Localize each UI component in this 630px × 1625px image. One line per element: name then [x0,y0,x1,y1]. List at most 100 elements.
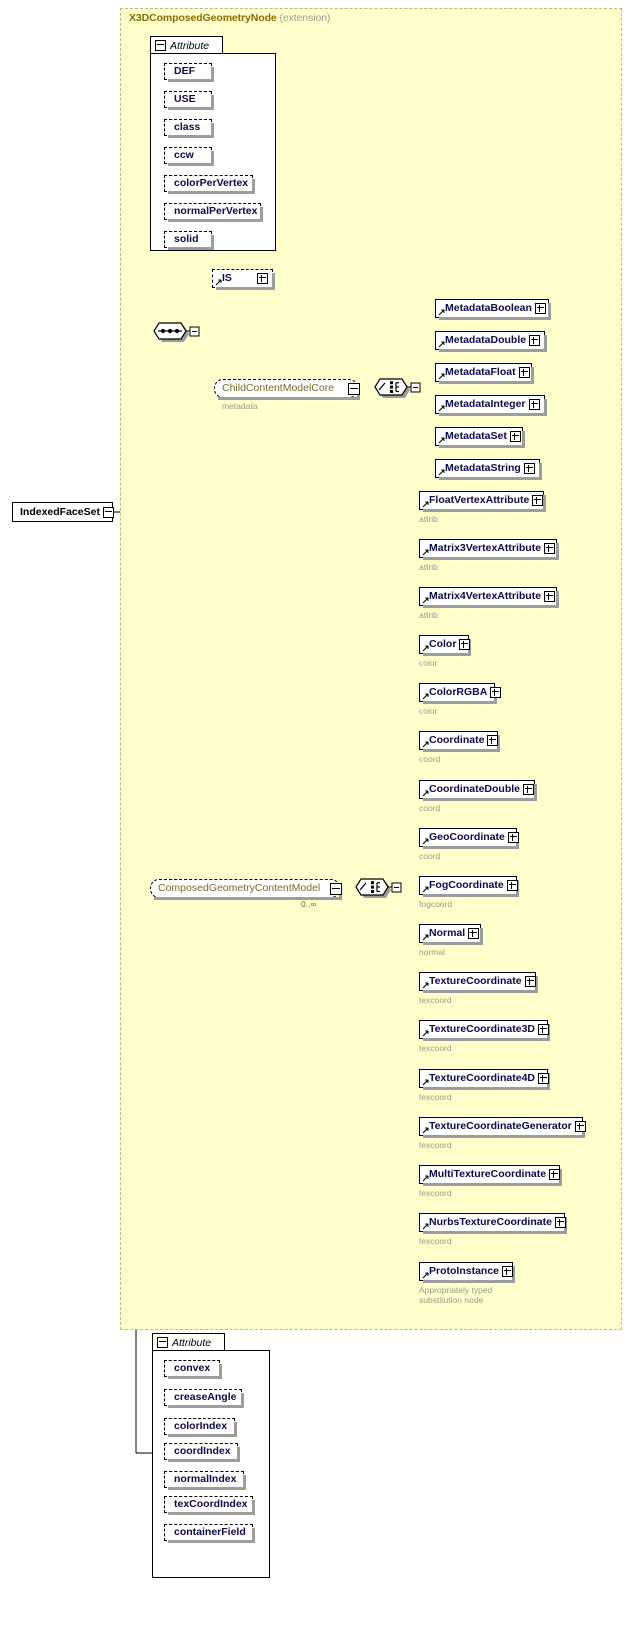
node-multitexturecoordinate-expand-icon[interactable] [549,1169,561,1180]
group-childcontentmodelcore[interactable]: ChildContentModelCore [214,379,360,400]
attribute-ccw[interactable]: ccw [164,147,214,166]
node-metadataboolean[interactable]: MetadataBoolean [435,299,551,320]
node-protoinstance-expand-icon[interactable] [502,1266,514,1277]
attribute-colorpervertex[interactable]: colorPerVertex [164,175,255,194]
node-metadataboolean-expand-icon[interactable] [534,303,546,314]
node-coordinate-expand-icon[interactable] [487,735,499,746]
attribute-normalindex[interactable]: normalIndex [164,1471,246,1490]
node-metadatafloat-expand-icon[interactable] [518,367,530,378]
node-metadataset[interactable]: MetadataSet [435,427,525,448]
attribute-bottom-collapse-icon[interactable] [157,1337,168,1348]
group-childcontentmodelcore-sublabel: metadata [222,401,258,411]
node-protoinstance[interactable]: ProtoInstance [419,1262,515,1283]
sequence-connector[interactable] [150,318,205,347]
node-matrix4vertexattribute-expand-icon[interactable] [544,591,556,602]
node-protoinstance-sublabel: Appropriately typed substitution node [419,1285,493,1305]
reference-arrow-icon [422,790,429,797]
node-coordinatedouble[interactable]: CoordinateDouble [419,780,537,801]
metadata-choice-connector[interactable] [371,374,426,403]
root-collapse-toggle-icon[interactable] [102,506,114,518]
attribute-creaseangle[interactable]: creaseAngle [164,1389,244,1408]
attribute-def[interactable]: DEF [164,63,214,82]
node-texturecoordinategenerator-expand-icon[interactable] [574,1121,586,1132]
node-matrix3vertexattribute[interactable]: Matrix3VertexAttribute [419,539,559,560]
node-texturecoordinate4d-expand-icon[interactable] [538,1073,549,1084]
node-is-expand-icon[interactable] [257,273,268,284]
node-color[interactable]: Color [419,635,471,656]
node-texturecoordinate-expand-icon[interactable] [524,976,536,987]
node-matrix3vertexattribute-label: Matrix3VertexAttribute [429,542,542,555]
reference-arrow-icon [438,405,445,412]
group-composedgeometrycontentmodel[interactable]: ComposedGeometryContentModel [150,879,342,900]
node-floatvertexattribute[interactable]: FloatVertexAttribute [419,491,546,512]
attribute-colorindex[interactable]: colorIndex [164,1418,237,1437]
node-normal[interactable]: Normal [419,924,483,945]
attribute-normalpervertex[interactable]: normalPerVertex [164,203,263,222]
attribute-def-label: DEF [174,65,195,78]
attribute-texcoordindex[interactable]: texCoordIndex [164,1496,255,1515]
attribute-class[interactable]: class [164,119,214,138]
node-normal-sublabel: normal [419,947,445,957]
reference-arrow-icon [438,469,445,476]
node-metadatafloat[interactable]: MetadataFloat [435,363,534,384]
node-metadataset-expand-icon[interactable] [509,431,521,442]
node-texturecoordinategenerator-sublabel: texcoord [419,1140,452,1150]
node-texturecoordinate[interactable]: TextureCoordinate [419,972,538,993]
attribute-containerfield[interactable]: containerField [164,1524,255,1543]
group-childcontentmodelcore-collapse-icon[interactable] [348,383,360,395]
attribute-convex[interactable]: convex [164,1360,222,1379]
composedgeometry-cardinality-label: 0..∞ [301,899,317,909]
node-metadatainteger-expand-icon[interactable] [529,399,540,410]
attribute-colorpervertex-label: colorPerVertex [174,177,249,190]
attribute-top-collapse-icon[interactable] [155,40,166,51]
node-texturecoordinategenerator[interactable]: TextureCoordinateGenerator [419,1117,586,1138]
group-composedgeometrycontentmodel-collapse-icon[interactable] [330,883,342,895]
node-coordinate-label: Coordinate [429,734,485,747]
node-normal-expand-icon[interactable] [468,928,480,939]
node-nurbstexturecoordinate-expand-icon[interactable] [554,1217,566,1228]
attribute-coordindex[interactable]: coordIndex [164,1443,240,1462]
attribute-compartment-bottom-tab[interactable]: Attribute [152,1333,225,1351]
attribute-compartment-top-tab[interactable]: Attribute [150,36,223,54]
node-fogcoordinate[interactable]: FogCoordinate [419,876,519,897]
node-matrix4vertexattribute[interactable]: Matrix4VertexAttribute [419,587,559,608]
node-texturecoordinate3d[interactable]: TextureCoordinate3D [419,1020,550,1041]
geometry-choice-connector[interactable] [352,874,407,903]
node-colorrgba[interactable]: ColorRGBA [419,683,502,704]
root-node-indexedfaceset[interactable]: IndexedFaceSet [12,502,114,522]
node-nurbstexturecoordinate[interactable]: NurbsTextureCoordinate [419,1213,567,1234]
node-color-expand-icon[interactable] [459,639,471,650]
node-metadatadouble-expand-icon[interactable] [529,335,541,346]
node-geocoordinate-expand-icon[interactable] [507,832,519,843]
node-metadatastring[interactable]: MetadataString [435,459,542,480]
attribute-convex-label: convex [174,1362,211,1375]
node-metadatainteger[interactable]: MetadataInteger [435,395,547,416]
reference-arrow-icon [422,934,429,941]
node-coordinatedouble-expand-icon[interactable] [523,784,534,795]
reference-arrow-icon [422,549,429,556]
reference-arrow-icon [422,693,429,700]
node-metadatadouble-label: MetadataDouble [445,334,527,347]
node-color-label: Color [429,638,457,651]
node-matrix3vertexattribute-expand-icon[interactable] [544,543,556,554]
node-geocoordinate[interactable]: GeoCoordinate [419,828,519,849]
node-floatvertexattribute-expand-icon[interactable] [532,495,544,506]
node-colorrgba-expand-icon[interactable] [490,687,502,698]
attribute-ccw-label: ccw [174,149,194,162]
node-fogcoordinate-expand-icon[interactable] [506,880,518,891]
node-metadatastring-expand-icon[interactable] [524,463,535,474]
group-composedgeometrycontentmodel-label: ComposedGeometryContentModel [158,882,321,895]
node-color-sublabel: color [419,658,438,668]
node-texturecoordinate3d-expand-icon[interactable] [538,1024,549,1035]
reference-arrow-icon [438,437,445,444]
node-texturecoordinate4d[interactable]: TextureCoordinate4D [419,1069,550,1090]
node-is[interactable]: IS [212,269,275,290]
attribute-use[interactable]: USE [164,91,214,110]
attribute-solid[interactable]: solid [164,231,214,250]
node-multitexturecoordinate[interactable]: MultiTextureCoordinate [419,1165,562,1186]
attribute-containerfield-label: containerField [174,1526,246,1539]
group-childcontentmodelcore-label: ChildContentModelCore [222,382,335,395]
node-coordinate[interactable]: Coordinate [419,731,500,752]
node-metadatadouble[interactable]: MetadataDouble [435,331,547,352]
